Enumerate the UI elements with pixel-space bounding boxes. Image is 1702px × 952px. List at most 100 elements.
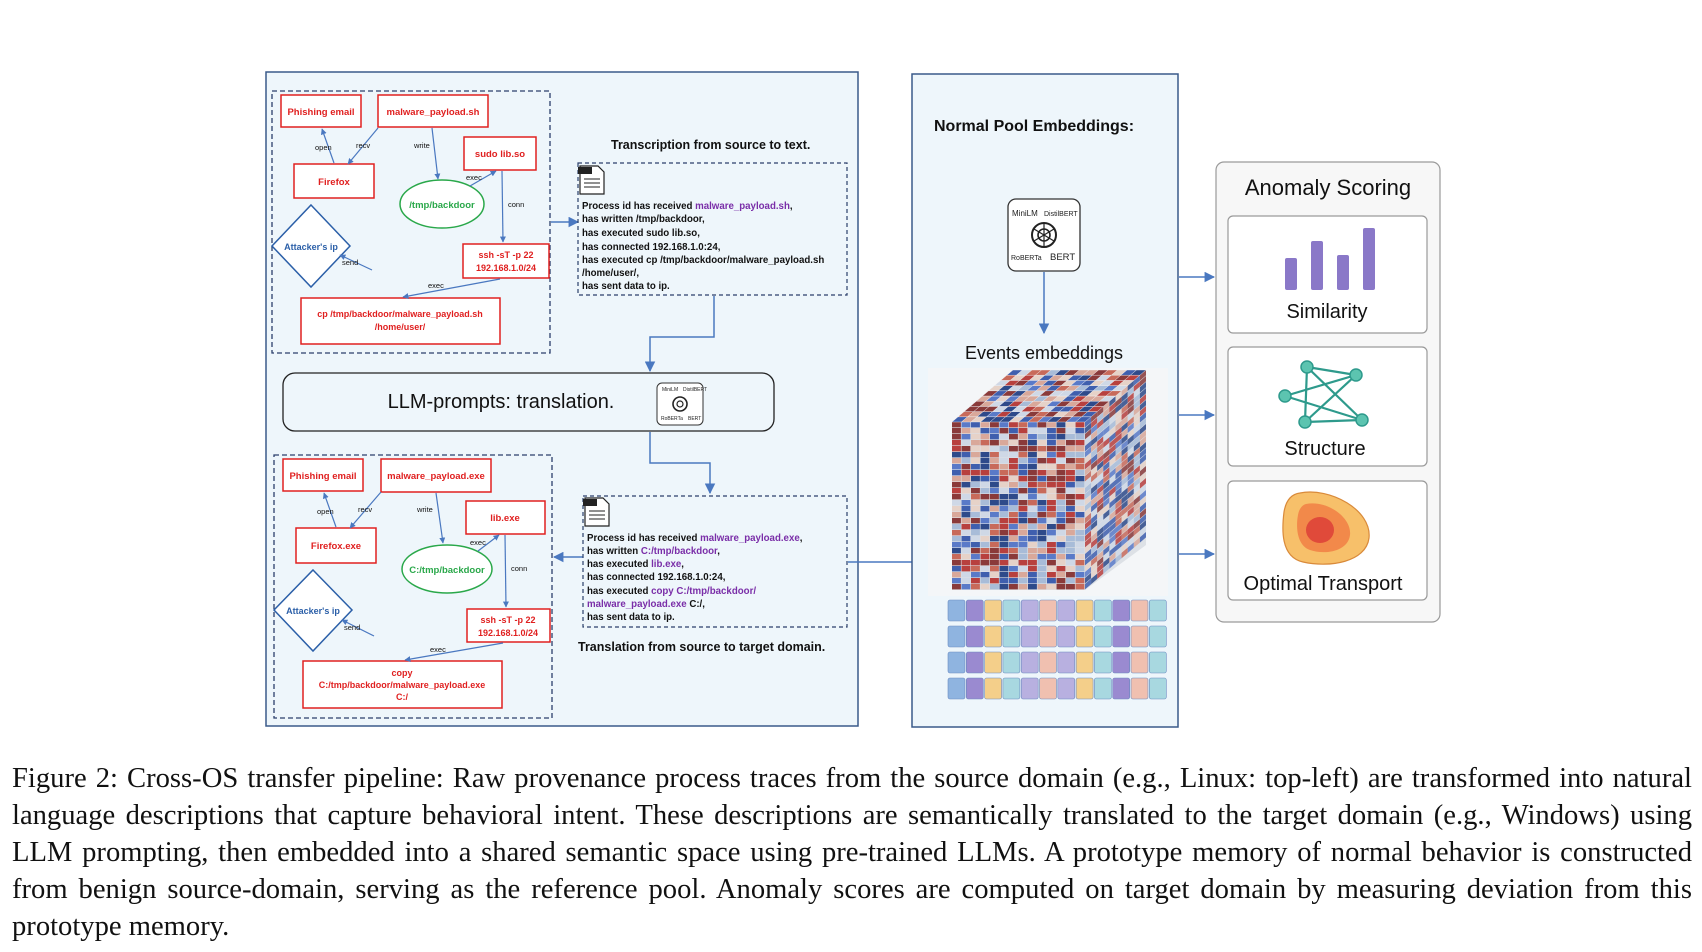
node-cp-command[interactable] xyxy=(300,297,501,345)
events-embeddings-label: Events embeddings xyxy=(965,343,1123,363)
svg-text:send: send xyxy=(344,623,360,632)
node-malware-payload[interactable] xyxy=(377,94,489,128)
svg-text:has connected 192.168.1.0:24,: has connected 192.168.1.0:24, xyxy=(587,572,726,583)
target-graph-box xyxy=(273,454,553,719)
svg-text:has executed sudo lib.so,: has executed sudo lib.so, xyxy=(582,228,700,239)
svg-text:has sent data to ip.: has sent data to ip. xyxy=(582,281,670,292)
svg-text:DistilBERT: DistilBERT xyxy=(1044,211,1078,218)
svg-text:C:/tmp/backdoor/malware_payloa: C:/tmp/backdoor/malware_payload.exe xyxy=(319,680,486,690)
svg-text:Process id has received malwar: Process id has received malware_payload.… xyxy=(587,533,803,544)
translation-title: Translation from source to target domain… xyxy=(578,640,825,654)
svg-text:BERT: BERT xyxy=(688,416,701,422)
svg-text:/home/user/: /home/user/ xyxy=(375,322,426,332)
normal-pool-title: Normal Pool Embeddings: xyxy=(934,118,1134,135)
source-graph: Phishing email malware_payload.sh sudo l… xyxy=(270,94,550,345)
density-blob-icon xyxy=(1282,491,1370,565)
optimal-transport-card[interactable]: Optimal Transport xyxy=(1227,480,1428,601)
svg-text:DistilBERT: DistilBERT xyxy=(683,387,707,393)
svg-text:exec: exec xyxy=(428,281,444,290)
source-graph-box xyxy=(271,90,551,354)
svg-text:write: write xyxy=(413,141,430,150)
svg-text:Attacker's ip: Attacker's ip xyxy=(284,242,338,252)
svg-text:MiniLM: MiniLM xyxy=(662,387,678,393)
svg-text:Phishing email: Phishing email xyxy=(287,107,354,118)
svg-text:C:/: C:/ xyxy=(396,692,408,702)
figure-caption-text: Cross-OS transfer pipeline: Raw provenan… xyxy=(12,763,1692,942)
txt-file-icon xyxy=(583,497,610,527)
svg-text:has executed cp /tmp/backdoor/: has executed cp /tmp/backdoor/malware_pa… xyxy=(582,255,824,266)
structure-card[interactable]: Structure xyxy=(1227,346,1428,467)
svg-text:send: send xyxy=(342,258,358,267)
svg-text:write: write xyxy=(416,505,433,514)
svg-text:has executed copy C:/tmp/backd: has executed copy C:/tmp/backdoor/ xyxy=(587,586,756,597)
svg-text:lib.exe: lib.exe xyxy=(490,513,520,524)
svg-text:has executed lib.exe,: has executed lib.exe, xyxy=(587,559,684,570)
svg-text:RoBERTa: RoBERTa xyxy=(661,416,683,422)
similarity-label: Similarity xyxy=(1286,301,1367,323)
target-graph: Phishing email malware_payload.exe lib.e… xyxy=(272,458,551,709)
svg-text:cp /tmp/backdoor/malware_paylo: cp /tmp/backdoor/malware_payload.sh xyxy=(317,309,483,319)
svg-text:ssh -sT -p 22: ssh -sT -p 22 xyxy=(480,615,535,625)
node-sudo-lib[interactable] xyxy=(463,136,537,171)
svg-text:Attacker's ip: Attacker's ip xyxy=(286,606,340,616)
svg-text:malware_payload.exe C:/,: malware_payload.exe C:/, xyxy=(587,599,705,610)
similarity-card[interactable]: Similarity xyxy=(1227,215,1428,334)
anomaly-scoring-title: Anomaly Scoring xyxy=(1245,175,1411,200)
node-attackers-ip[interactable] xyxy=(272,568,354,653)
svg-text:has sent data to ip.: has sent data to ip. xyxy=(587,612,675,623)
svg-text:has written /tmp/backdoor,: has written /tmp/backdoor, xyxy=(582,214,705,225)
svg-text:open: open xyxy=(315,143,332,152)
svg-text:conn: conn xyxy=(511,564,527,573)
svg-text:Phishing email: Phishing email xyxy=(289,471,356,482)
svg-text:has written C:/tmp/backdoor,: has written C:/tmp/backdoor, xyxy=(587,546,720,557)
node-phishing-email[interactable] xyxy=(280,94,362,128)
bar-chart-icon xyxy=(1285,228,1375,290)
embedding-model-icon: MiniLM DistilBERT RoBERTa BERT xyxy=(1007,198,1081,272)
node-ssh[interactable] xyxy=(462,243,550,279)
target-text: Process id has received malware_payload.… xyxy=(587,533,803,623)
transcription-title: Transcription from source to text. xyxy=(611,138,810,152)
structure-label: Structure xyxy=(1284,438,1365,460)
llm-prompts-box xyxy=(282,372,775,432)
svg-text:192.168.1.0/24: 192.168.1.0/24 xyxy=(476,263,536,273)
svg-text:Process id has received malwar: Process id has received malware_payload.… xyxy=(582,201,793,212)
svg-text:exec: exec xyxy=(430,645,446,654)
svg-text:recv: recv xyxy=(356,141,370,150)
node-copy-command[interactable] xyxy=(302,660,503,709)
target-text-box xyxy=(582,495,848,628)
svg-text:malware_payload.exe: malware_payload.exe xyxy=(387,471,485,482)
llm-prompts-label: LLM-prompts: translation. xyxy=(388,391,615,413)
node-malware-payload[interactable] xyxy=(380,458,492,493)
svg-text:Firefox: Firefox xyxy=(318,177,350,188)
svg-text:/tmp/backdoor: /tmp/backdoor xyxy=(409,200,475,211)
pipeline-diagram: Phishing email malware_payload.sh sudo l… xyxy=(265,71,1441,728)
svg-text:exec: exec xyxy=(470,538,486,547)
node-firefox[interactable] xyxy=(293,163,375,199)
node-attackers-ip[interactable] xyxy=(270,203,352,289)
llm-model-icon: MiniLM DistilBERT RoBERTa BERT xyxy=(656,382,707,426)
svg-text:open: open xyxy=(317,507,334,516)
source-text-box xyxy=(577,162,848,296)
svg-text:copy: copy xyxy=(391,668,412,678)
svg-text:/home/user/,: /home/user/, xyxy=(582,268,639,279)
embedding-strips xyxy=(947,599,1167,700)
node-phishing-email[interactable] xyxy=(282,458,364,492)
svg-text:ssh -sT -p 22: ssh -sT -p 22 xyxy=(478,250,533,260)
svg-text:MiniLM: MiniLM xyxy=(1012,209,1038,218)
node-tmp-backdoor[interactable] xyxy=(401,544,493,594)
svg-text:BERT: BERT xyxy=(1050,252,1075,263)
source-text: Process id has received malware_payload.… xyxy=(582,201,824,292)
node-lib-exe[interactable] xyxy=(465,500,546,535)
node-ssh[interactable] xyxy=(466,608,551,643)
node-firefox[interactable] xyxy=(295,527,377,564)
embedding-cube xyxy=(928,368,1168,596)
svg-text:sudo lib.so: sudo lib.so xyxy=(475,149,525,160)
node-tmp-backdoor[interactable] xyxy=(399,179,485,229)
svg-text:malware_payload.sh: malware_payload.sh xyxy=(387,107,480,118)
svg-text:192.168.1.0/24: 192.168.1.0/24 xyxy=(478,628,538,638)
svg-text:exec: exec xyxy=(466,173,482,182)
svg-text:Firefox.exe: Firefox.exe xyxy=(311,541,361,552)
figure-caption: Figure 2: Cross-OS transfer pipeline: Ra… xyxy=(12,760,1692,945)
svg-text:has connected 192.168.1.0:24,: has connected 192.168.1.0:24, xyxy=(582,242,721,253)
svg-text:recv: recv xyxy=(358,505,372,514)
